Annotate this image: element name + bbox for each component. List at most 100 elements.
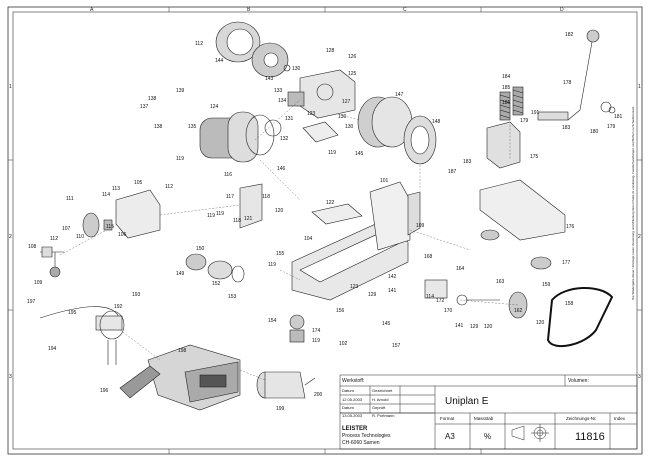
heating-wheel-part <box>357 96 437 165</box>
main-frame-part <box>291 181 421 301</box>
part-label: 133 <box>274 88 283 94</box>
part-label: 152 <box>212 281 221 287</box>
crank-part <box>424 279 500 306</box>
part-label: 123 <box>350 284 359 290</box>
part-label: 119 <box>216 211 224 217</box>
part-label: 187 <box>448 169 457 175</box>
part-label: 120 <box>484 324 493 330</box>
part-label: 180 <box>590 129 599 135</box>
part-label: 186 <box>502 100 511 106</box>
part-label: 119 <box>268 262 276 268</box>
row-header-3-right: 3 <box>638 374 641 380</box>
part-label: 111 <box>66 196 74 202</box>
parts-group <box>39 21 616 411</box>
part-label: 141 <box>455 323 464 329</box>
part-label: 124 <box>210 104 219 110</box>
castor-part <box>289 314 305 343</box>
plate-122-part <box>311 203 363 225</box>
drawing-title: Uniplan E <box>445 396 489 407</box>
part-label: 145 <box>382 321 391 327</box>
part-label: 112 <box>195 41 203 47</box>
roller-177-part <box>530 256 552 270</box>
pulley-part <box>508 291 528 319</box>
part-label: 119 <box>328 150 336 156</box>
part-label: 114 <box>426 294 434 300</box>
part-label: 195 <box>68 310 77 316</box>
part-label: 110 <box>76 234 84 240</box>
part-label: 130 <box>338 114 347 120</box>
part-label: 122 <box>326 200 335 206</box>
part-label: 128 <box>326 48 335 54</box>
datum-1: 12.05.2003 <box>342 397 363 402</box>
format-value: A3 <box>445 432 455 441</box>
part-label: 170 <box>444 308 453 314</box>
nozzle-part <box>256 371 316 399</box>
clamp-block-part <box>486 121 521 169</box>
part-label: 176 <box>566 224 575 230</box>
part-label: 116 <box>224 172 232 178</box>
part-label: 183 <box>562 125 571 131</box>
chassis-part <box>479 179 566 241</box>
part-label: 119 <box>312 338 320 344</box>
part-label: 159 <box>542 282 551 288</box>
title-block-text: Werkstoff: Volumen: Datum Gezeichnet 12.… <box>342 378 626 446</box>
part-label: 138 <box>154 124 163 130</box>
part-label: 197 <box>27 299 36 305</box>
part-label: 109 <box>416 223 425 229</box>
part-label: 118 <box>233 218 241 224</box>
leader-lines <box>59 99 519 381</box>
part-label: 172 <box>436 298 445 304</box>
drive-belt-part <box>546 286 614 348</box>
part-label: 119 <box>176 156 184 162</box>
format-label: Format <box>440 416 455 421</box>
part-label: 117 <box>226 194 234 200</box>
part-label: 193 <box>132 292 141 298</box>
part-label: 125 <box>348 71 357 77</box>
part-label: 183 <box>463 159 472 165</box>
part-label: 181 <box>614 114 623 120</box>
plate-part <box>302 121 339 143</box>
part-label: 118 <box>262 194 270 200</box>
part-label: 134 <box>278 98 287 104</box>
datum-2: 13.05.2003 <box>342 413 363 418</box>
part-label: 135 <box>188 124 197 130</box>
part-label: 157 <box>392 343 401 349</box>
part-label: 150 <box>196 246 205 252</box>
name-1: H. Arnold <box>372 397 388 402</box>
datum-label-1: Datum <box>342 388 354 393</box>
part-label: 120 <box>536 320 545 326</box>
wheel-149-part <box>185 253 207 271</box>
ring-153-part <box>231 265 245 283</box>
part-label: 127 <box>342 99 351 105</box>
part-label: 153 <box>228 294 237 300</box>
part-label: 112 <box>165 184 173 190</box>
part-label: 191 <box>531 110 540 116</box>
col-header-c: C <box>403 7 407 13</box>
part-label: 196 <box>100 388 109 394</box>
part-label: 177 <box>562 260 571 266</box>
part-label: 148 <box>432 119 441 125</box>
part-label: 115 <box>106 224 114 230</box>
part-label: 132 <box>280 136 289 142</box>
part-label: 162 <box>514 308 523 314</box>
zeichnung-label: Zeichnungs-Nr. <box>566 416 597 421</box>
part-label: 143 <box>265 76 274 82</box>
part-label: 200 <box>314 392 323 398</box>
col-header-b: B <box>247 7 251 13</box>
name-2: R. Portmann <box>372 413 394 418</box>
projection-symbol-icon <box>511 424 549 442</box>
datum-label-2: Datum <box>342 405 354 410</box>
part-label: 139 <box>176 88 185 94</box>
part-label: 192 <box>114 304 123 310</box>
company-address: CH-6060 Sarnen <box>342 440 380 446</box>
part-label: 156 <box>336 308 345 314</box>
part-label: 185 <box>502 85 511 91</box>
part-label: 131 <box>285 116 294 122</box>
part-label: 130 <box>345 124 354 130</box>
part-label: 108 <box>28 244 37 250</box>
part-label: 104 <box>304 236 313 242</box>
spring-assembly-part <box>499 86 524 121</box>
part-label: 194 <box>48 346 57 352</box>
holder-part <box>39 306 125 365</box>
